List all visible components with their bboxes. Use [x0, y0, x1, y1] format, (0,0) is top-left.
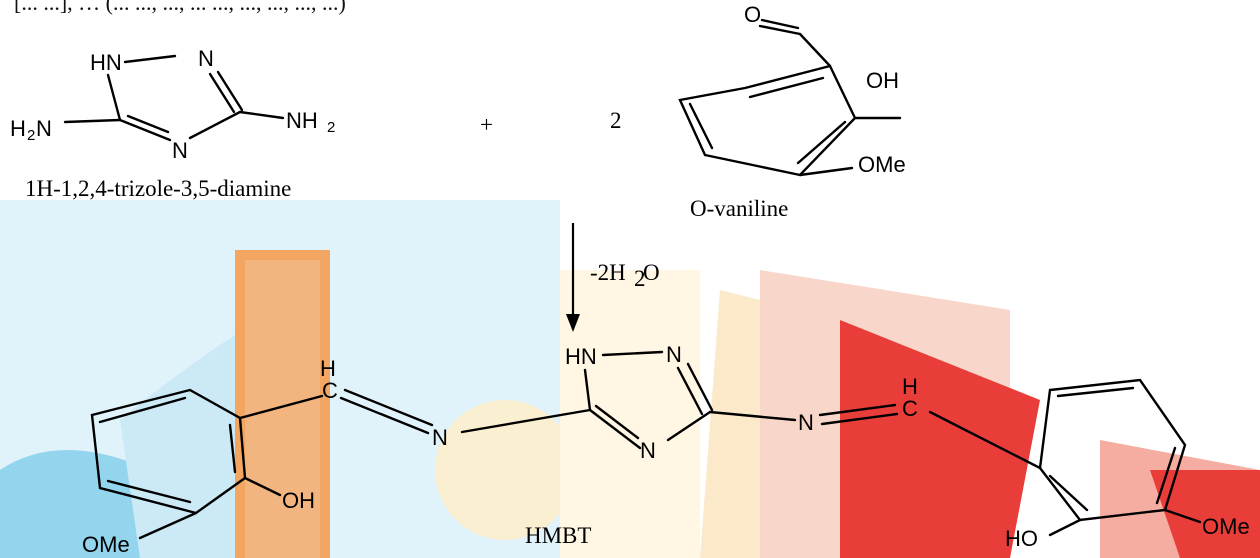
atom-nh2-right-sub: 2 — [327, 119, 335, 136]
bond — [798, 32, 832, 68]
bond — [708, 410, 797, 422]
bond — [1155, 446, 1177, 505]
bond — [676, 366, 704, 416]
atom-n-top: N — [198, 46, 214, 71]
atom-nh2-right: NH — [286, 108, 318, 133]
bond — [216, 70, 244, 112]
watermark-yellow-circle — [435, 400, 575, 540]
bond — [118, 118, 172, 142]
bond — [238, 394, 324, 420]
bond — [594, 404, 640, 440]
atom-h2n-n: N — [36, 116, 52, 141]
bond — [63, 118, 122, 124]
bond — [208, 72, 236, 114]
watermark-red-shape — [840, 320, 1040, 558]
header-text: [... ...], … (... ..., ..., ... ..., ...… — [14, 0, 346, 15]
bond — [686, 362, 714, 412]
bond — [796, 120, 847, 165]
coefficient: 2 — [610, 108, 622, 133]
atom-n-top: N — [666, 342, 682, 367]
watermark-orange-bar-inner — [245, 260, 320, 558]
bond — [1056, 386, 1135, 398]
bond — [1163, 508, 1202, 524]
bond — [238, 110, 285, 120]
watermark-yellow-field — [560, 270, 700, 558]
watermark-peach-shape — [700, 290, 760, 558]
bond — [588, 408, 642, 450]
bond — [123, 54, 177, 64]
arrow-label-main: -2H — [590, 260, 626, 285]
atom-h2n-h: H — [10, 116, 26, 141]
bond — [583, 368, 592, 412]
atom-oh: OH — [866, 68, 899, 93]
bond — [820, 412, 899, 426]
atom-h-left: H — [320, 356, 336, 381]
atom-n-left-imine: N — [432, 425, 448, 450]
bond — [798, 166, 854, 177]
reactant-triazole: HN N N H 2 N NH 2 1H-1,2,4-trizole-3,5-d… — [10, 46, 335, 201]
atom-oh-left: OH — [282, 488, 315, 513]
bond — [138, 511, 198, 540]
bond — [758, 24, 802, 36]
bond — [666, 410, 712, 442]
bond — [1048, 474, 1089, 512]
bond — [243, 476, 282, 497]
watermark-logo — [0, 200, 1260, 558]
bond — [106, 479, 192, 504]
bond — [601, 350, 664, 357]
bond — [126, 114, 170, 134]
watermark-red-corner — [1150, 470, 1260, 558]
bond — [228, 423, 237, 474]
atom-h2n-sub: 2 — [27, 127, 35, 144]
reaction-arrow: -2H 2 O — [566, 223, 660, 332]
arrow-head — [566, 314, 580, 332]
bond — [688, 102, 714, 150]
atom-n-right-imine: N — [798, 410, 814, 435]
bond — [928, 410, 1042, 470]
bond — [818, 403, 897, 417]
atom-ome-left: OMe — [82, 532, 130, 557]
atom-h-right: H — [902, 374, 918, 399]
atom-n-bottom: N — [640, 438, 656, 463]
bond — [760, 18, 800, 30]
atom-hn: HN — [90, 50, 122, 75]
bond — [339, 396, 430, 435]
plus-sign: + — [480, 112, 493, 137]
reactant1-name: 1H-1,2,4-trizole-3,5-diamine — [25, 176, 291, 201]
product-hmbt: HN N N N N H C H C OH OMe HO OMe HMBT — [82, 342, 1250, 557]
benzene-ring — [678, 64, 857, 177]
product-name: HMBT — [525, 523, 591, 548]
bond — [1048, 518, 1082, 537]
atom-n-bottom: N — [172, 138, 188, 163]
reactant-o-vanillin: O OH OMe O-vaniline — [678, 2, 906, 221]
watermark-cyan-shape — [0, 450, 150, 558]
bond — [460, 408, 592, 434]
atom-c-right: C — [902, 396, 918, 421]
bond — [106, 73, 122, 122]
bond — [343, 388, 434, 427]
atom-aldehyde-o: O — [744, 2, 761, 27]
arrow-label-sub: 2 — [634, 266, 646, 291]
atom-c-left: C — [322, 378, 338, 403]
reactant2-name: O-vaniline — [690, 196, 788, 221]
bond — [188, 110, 242, 140]
atom-hn: HN — [565, 344, 597, 369]
bond — [98, 396, 187, 424]
arrow-label-end: O — [643, 260, 660, 285]
atom-ome-right: OMe — [1202, 514, 1250, 539]
atom-ome: OMe — [858, 152, 906, 177]
bond — [748, 76, 825, 99]
atom-ho-right: HO — [1005, 526, 1038, 551]
